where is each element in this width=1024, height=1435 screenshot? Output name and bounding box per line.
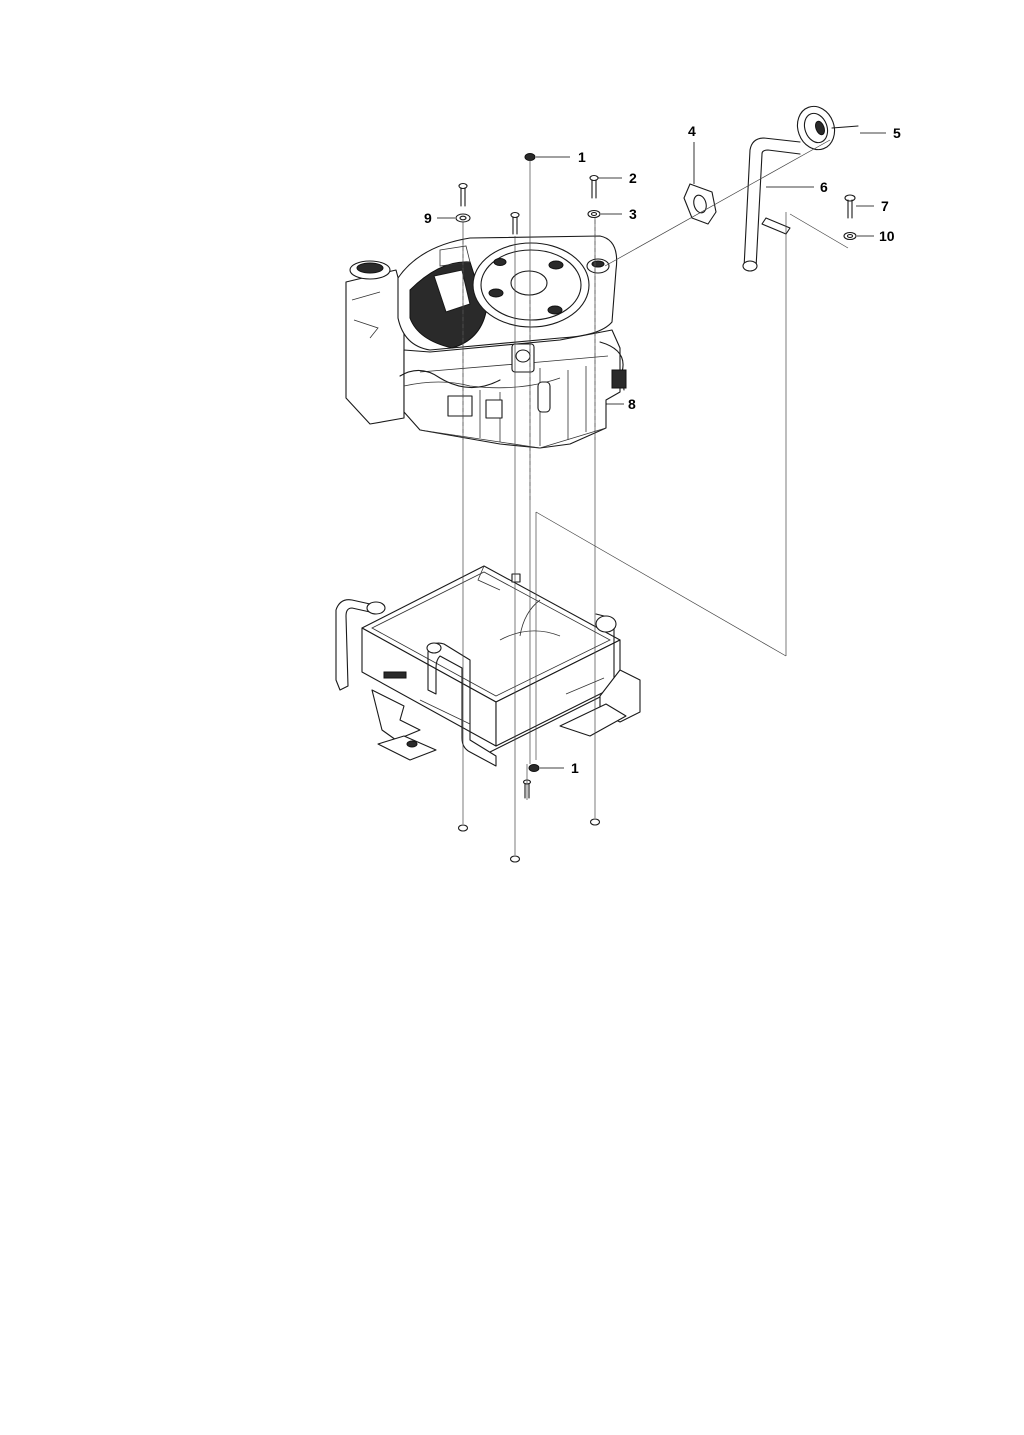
callout-4: 4 (688, 123, 696, 139)
callout-6: 6 (820, 179, 828, 195)
callout-labels: 1 2 3 4 5 6 7 8 9 10 1 (424, 123, 901, 776)
washer-part-10 (843, 231, 857, 241)
nut-lower-center (509, 855, 521, 863)
engine-assembly (345, 235, 627, 449)
callout-10: 10 (879, 228, 895, 244)
nut-lower-left (457, 824, 469, 832)
washer-part-3 (587, 209, 601, 219)
bolt-part-2 (589, 174, 599, 199)
bolt-center (510, 211, 520, 235)
callout-8: 8 (628, 396, 636, 412)
exhaust-gasket (683, 183, 717, 225)
assembly-axis-lines (462, 139, 849, 855)
callout-7: 7 (881, 198, 889, 214)
nut-lower-right (589, 818, 601, 826)
mounting-frame (335, 565, 641, 767)
callout-5: 5 (893, 125, 901, 141)
nut-part-1-top (524, 153, 536, 161)
exhaust-pipe (742, 137, 801, 272)
washer-part-9 (455, 213, 471, 223)
callout-1-bottom: 1 (571, 760, 579, 776)
callout-3: 3 (629, 206, 637, 222)
bolt-part-7 (844, 194, 856, 219)
callout-9: 9 (424, 210, 432, 226)
bolt-left (458, 182, 468, 207)
callout-2: 2 (629, 170, 637, 186)
callout-1-top: 1 (578, 149, 586, 165)
leader-lines (437, 132, 886, 769)
nut-part-1-bottom (528, 764, 540, 772)
muffler (796, 105, 859, 151)
